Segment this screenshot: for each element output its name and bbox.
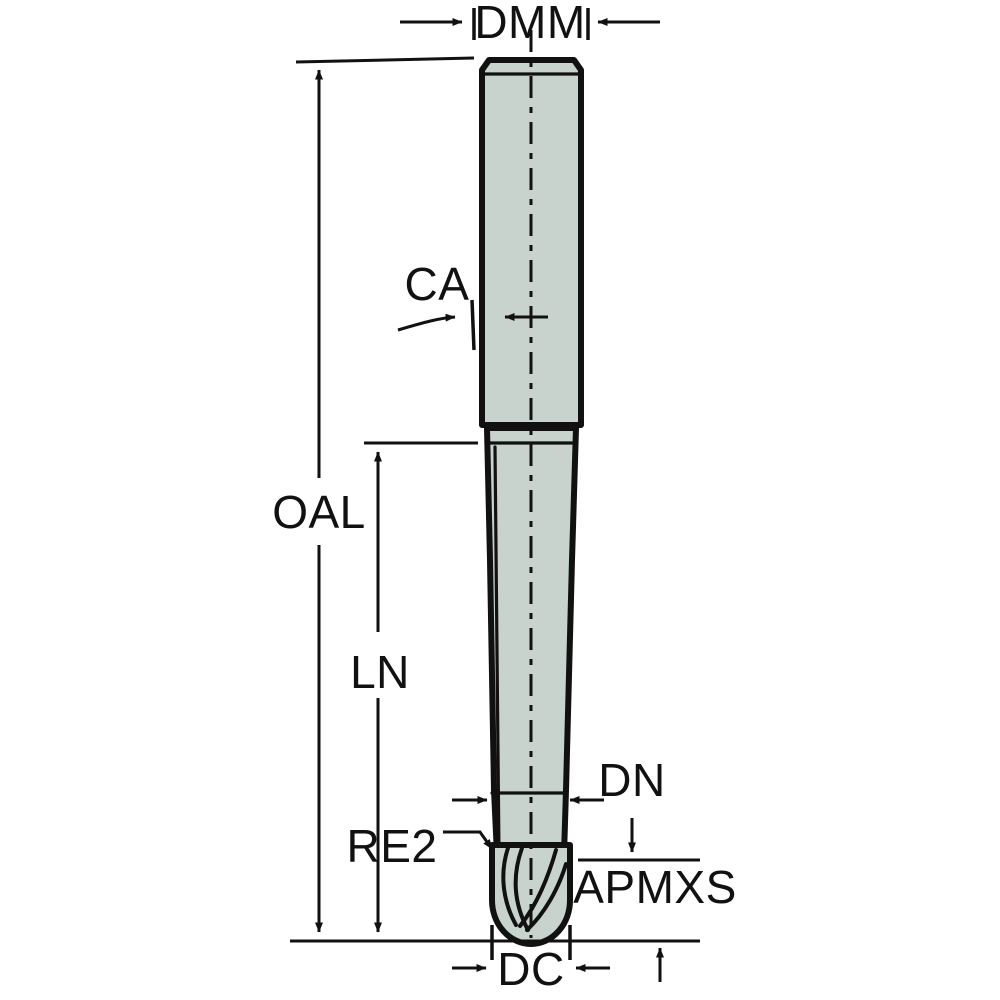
dimension-ln: LN (350, 441, 478, 933)
re2-leader-line (443, 830, 494, 850)
ca-flank-tick (470, 299, 476, 351)
dimension-oal: OAL (272, 56, 475, 933)
tool-body (479, 30, 584, 947)
dimension-dc: DC (290, 925, 700, 995)
ln-label: LN (350, 646, 410, 698)
ca-label: CA (405, 258, 470, 310)
apmxs-label: APMXS (573, 861, 737, 913)
re2-label: RE2 (347, 820, 438, 872)
flute-line-3 (518, 848, 558, 928)
oal-label: OAL (272, 486, 366, 538)
ca-leader-left (397, 313, 456, 332)
dmm-label: DMM (474, 0, 585, 48)
oal-top-extension-line (295, 56, 475, 64)
dimension-apmxs: APMXS (573, 818, 737, 982)
dn-label: DN (598, 754, 665, 806)
flute-line-1 (501, 846, 518, 927)
neck-flank-left-line (493, 445, 501, 857)
dimension-re2: RE2 (347, 820, 494, 872)
dc-label: DC (497, 943, 564, 995)
dimension-dmm: DMM (400, 0, 660, 48)
dimension-dn: DN (452, 754, 665, 806)
dimension-ca: CA (397, 258, 548, 351)
